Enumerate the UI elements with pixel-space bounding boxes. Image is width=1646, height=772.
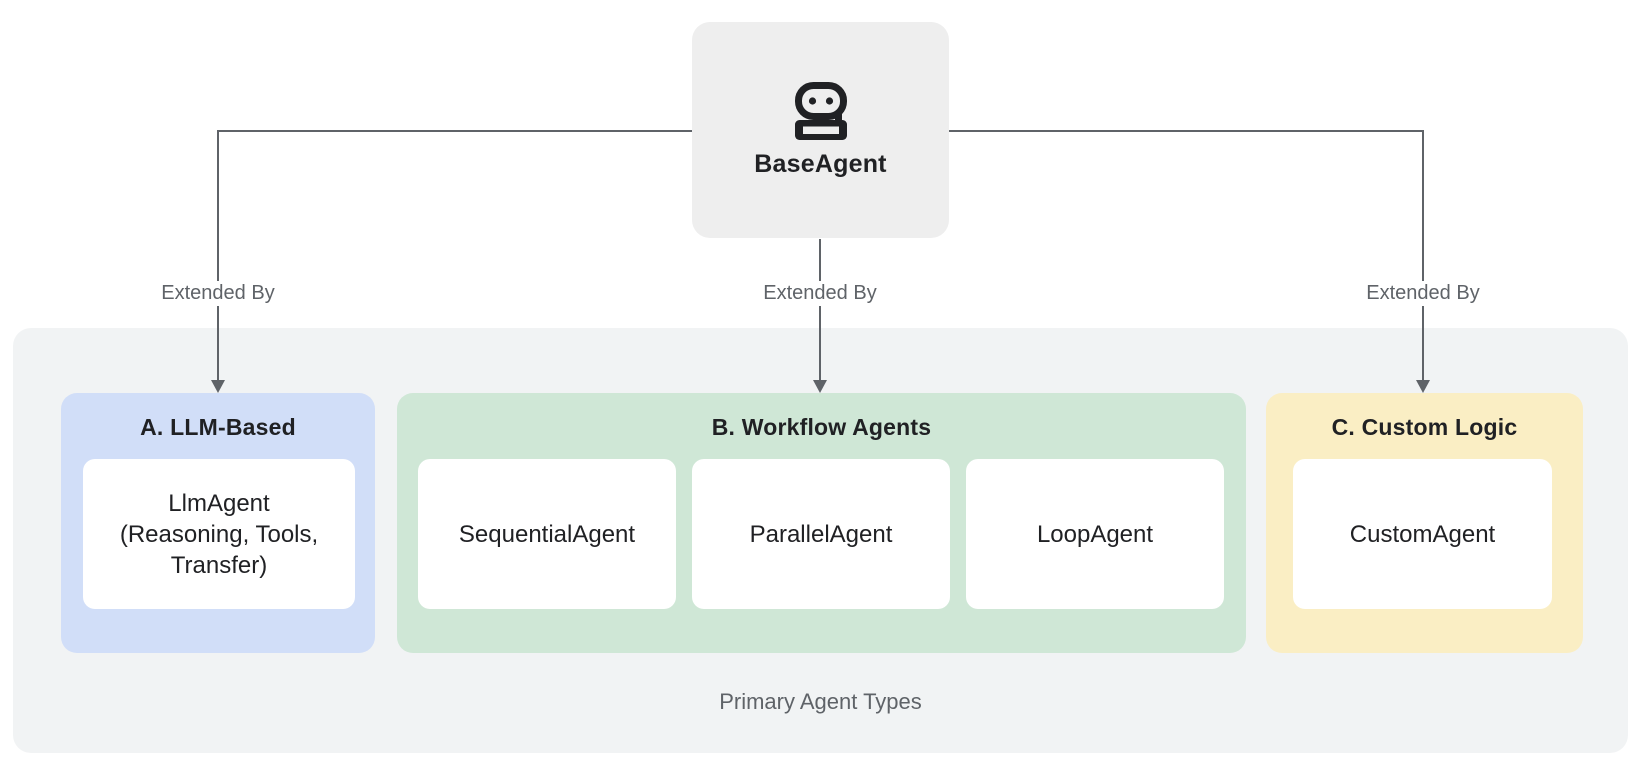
- base-agent-node: BaseAgent: [692, 22, 949, 238]
- sequential-agent-label: SequentialAgent: [458, 520, 636, 548]
- edge-label-extended-by-right: Extended By: [1358, 281, 1488, 305]
- custom-agent-label: CustomAgent: [1349, 520, 1496, 548]
- arrowhead-down-middle-icon: [813, 380, 827, 393]
- parallel-agent-card: ParallelAgent: [692, 459, 950, 609]
- llm-agent-card: LlmAgent (Reasoning, Tools, Transfer): [83, 459, 355, 609]
- connector-left-horizontal-line: [218, 130, 692, 132]
- connector-middle-vertical-line-lower: [819, 306, 821, 380]
- connector-right-horizontal-line: [948, 130, 1424, 132]
- loop-agent-card: LoopAgent: [966, 459, 1224, 609]
- connector-left-vertical-line-lower: [217, 306, 219, 380]
- robot-icon: [794, 81, 848, 140]
- base-agent-label: BaseAgent: [754, 149, 887, 178]
- custom-agent-card: CustomAgent: [1293, 459, 1552, 609]
- sequential-agent-card: SequentialAgent: [418, 459, 676, 609]
- parallel-agent-label: ParallelAgent: [749, 520, 893, 548]
- llm-agent-label: LlmAgent (Reasoning, Tools, Transfer): [119, 489, 319, 579]
- group-workflow-agents-title: B. Workflow Agents: [711, 414, 932, 440]
- group-llm-based-title: A. LLM-Based: [140, 414, 296, 440]
- group-custom-logic-title: C. Custom Logic: [1331, 414, 1518, 440]
- edge-label-extended-by-middle: Extended By: [755, 281, 885, 305]
- edge-label-extended-by-left: Extended By: [153, 281, 283, 305]
- connector-middle-vertical-line-upper: [819, 239, 821, 281]
- connector-right-vertical-line-lower: [1422, 306, 1424, 380]
- loop-agent-label: LoopAgent: [1036, 520, 1154, 548]
- connector-right-vertical-line-upper: [1422, 130, 1424, 281]
- arrowhead-down-left-icon: [211, 380, 225, 393]
- diagram-caption: Primary Agent Types: [719, 689, 922, 714]
- connector-left-vertical-line-upper: [217, 130, 219, 281]
- arrowhead-down-right-icon: [1416, 380, 1430, 393]
